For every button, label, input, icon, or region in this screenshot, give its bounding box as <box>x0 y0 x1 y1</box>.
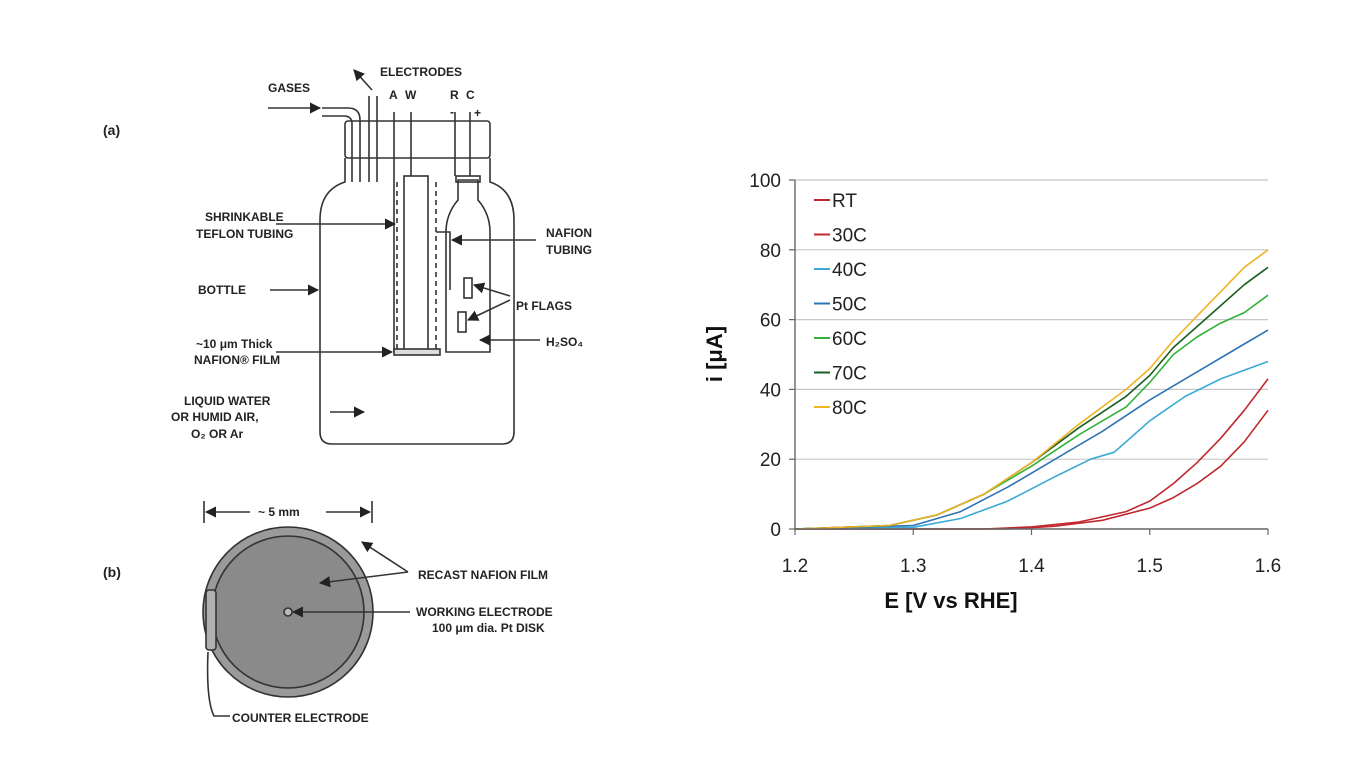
recast-arrow-1 <box>318 571 409 588</box>
chart-grid <box>795 179 1268 460</box>
x-tick-label-4: 1.6 <box>1255 556 1281 577</box>
dimension-label: ~ 5 mm <box>258 505 300 519</box>
electrode-letter-c: C <box>466 88 475 102</box>
shrinkable-label-line2: TEFLON TUBING <box>196 227 293 241</box>
liquid-label-line2: OR HUMID AIR, <box>171 410 259 424</box>
y-tick-label-1: 20 <box>760 450 781 471</box>
legend-label-30C: 30C <box>832 226 867 247</box>
y-tick-label-3: 60 <box>760 311 781 332</box>
plus-sign: + <box>474 106 481 120</box>
film-label-line1: ~10 μm Thick <box>196 337 273 351</box>
nafion-tubing-label-line1: NAFION <box>546 226 592 240</box>
electrode-letter-a: A <box>389 88 398 102</box>
gas-tube <box>322 107 361 182</box>
legend-label-50C: 50C <box>832 295 867 316</box>
diagram-b <box>202 501 410 717</box>
x-tick-label-3: 1.5 <box>1137 556 1163 577</box>
x-tick-label-1: 1.3 <box>900 556 926 577</box>
acid-label: H₂SO₄ <box>546 335 583 349</box>
nafion-tubing-label-line2: TUBING <box>546 243 592 257</box>
x-tick-label-0: 1.2 <box>782 556 808 577</box>
pt-flags-arrow-2 <box>466 299 511 321</box>
bottle-body <box>319 158 515 445</box>
electrodes-arrow <box>353 69 373 91</box>
series-line-30C <box>795 378 1269 530</box>
working-electrode-tube <box>403 175 429 355</box>
pt-flags-label: Pt FLAGS <box>516 299 572 313</box>
electrodes-label: ELECTRODES <box>380 65 462 79</box>
y-tick-label-5: 100 <box>749 171 781 192</box>
x-tick-label-2: 1.4 <box>1018 556 1045 577</box>
y-tick-label-2: 40 <box>760 380 781 401</box>
legend-label-60C: 60C <box>832 329 867 350</box>
working-electrode-label-line1: WORKING ELECTRODE <box>416 605 553 619</box>
gases-label: GASES <box>268 81 310 95</box>
counter-electrode-leader <box>206 651 230 717</box>
legend-label-80C: 80C <box>832 398 867 419</box>
chart-axes <box>789 179 1269 535</box>
panel-b-label: (b) <box>103 564 121 580</box>
bottle-label: BOTTLE <box>198 283 246 297</box>
series-line-40C <box>794 360 1269 530</box>
legend-label-70C: 70C <box>832 364 867 385</box>
working-electrode-disk <box>283 607 293 617</box>
chart-legend: RT 30C 40C 50C 60C 70C 80C <box>814 191 867 419</box>
diagram-a <box>268 69 540 445</box>
y-tick-labels: 0 20 40 60 80 100 <box>749 171 781 541</box>
current-potential-chart: 0 20 40 60 80 100 1.2 1.3 1.4 1.5 1.6 RT 30C 40C 50C… <box>702 171 1281 613</box>
y-tick-label-0: 0 <box>770 520 781 541</box>
diagram-a-labels: (a) GASES ELECTRODES A W R C - + SHRINKA… <box>103 65 592 441</box>
minus-sign: - <box>450 105 454 119</box>
legend-label-RT: RT <box>832 191 857 212</box>
recast-arrow-2 <box>361 541 409 573</box>
acid-compartment <box>445 179 491 353</box>
y-tick-label-4: 80 <box>760 241 781 262</box>
legend-label-40C: 40C <box>832 260 867 281</box>
y-axis-title: i [μA] <box>702 326 727 382</box>
pt-flag-lower <box>457 311 467 333</box>
counter-electrode-strip <box>205 589 217 651</box>
recast-film-label: RECAST NAFION FILM <box>418 568 548 582</box>
liquid-label-line3: O₂ OR Ar <box>191 427 244 441</box>
series-line-50C <box>794 329 1269 530</box>
diagram-b-labels: (b) ~ 5 mm RECAST NAFION FILM WORKING EL… <box>103 505 553 725</box>
series-line-RT <box>795 409 1269 530</box>
pt-flags-arrow-1 <box>472 282 511 297</box>
panel-a-label: (a) <box>103 122 120 138</box>
x-tick-labels: 1.2 1.3 1.4 1.5 1.6 <box>782 556 1281 577</box>
film-label-line2: NAFION® FILM <box>194 353 280 367</box>
pt-flag-upper <box>463 277 473 299</box>
electrode-letter-w: W <box>405 88 417 102</box>
bottle-cap <box>344 120 491 159</box>
nafion-film <box>393 348 441 356</box>
counter-electrode-label: COUNTER ELECTRODE <box>232 711 369 725</box>
electrode-letter-r: R <box>450 88 459 102</box>
chart-series <box>794 249 1269 530</box>
working-electrode-label-line2: 100 μm dia. Pt DISK <box>432 621 545 635</box>
shrinkable-label-line1: SHRINKABLE <box>205 210 284 224</box>
x-axis-title: E [V vs RHE] <box>884 588 1017 613</box>
liquid-label-line1: LIQUID WATER <box>184 394 271 408</box>
series-line-80C <box>794 249 1269 530</box>
nafion-tubing <box>436 231 451 290</box>
